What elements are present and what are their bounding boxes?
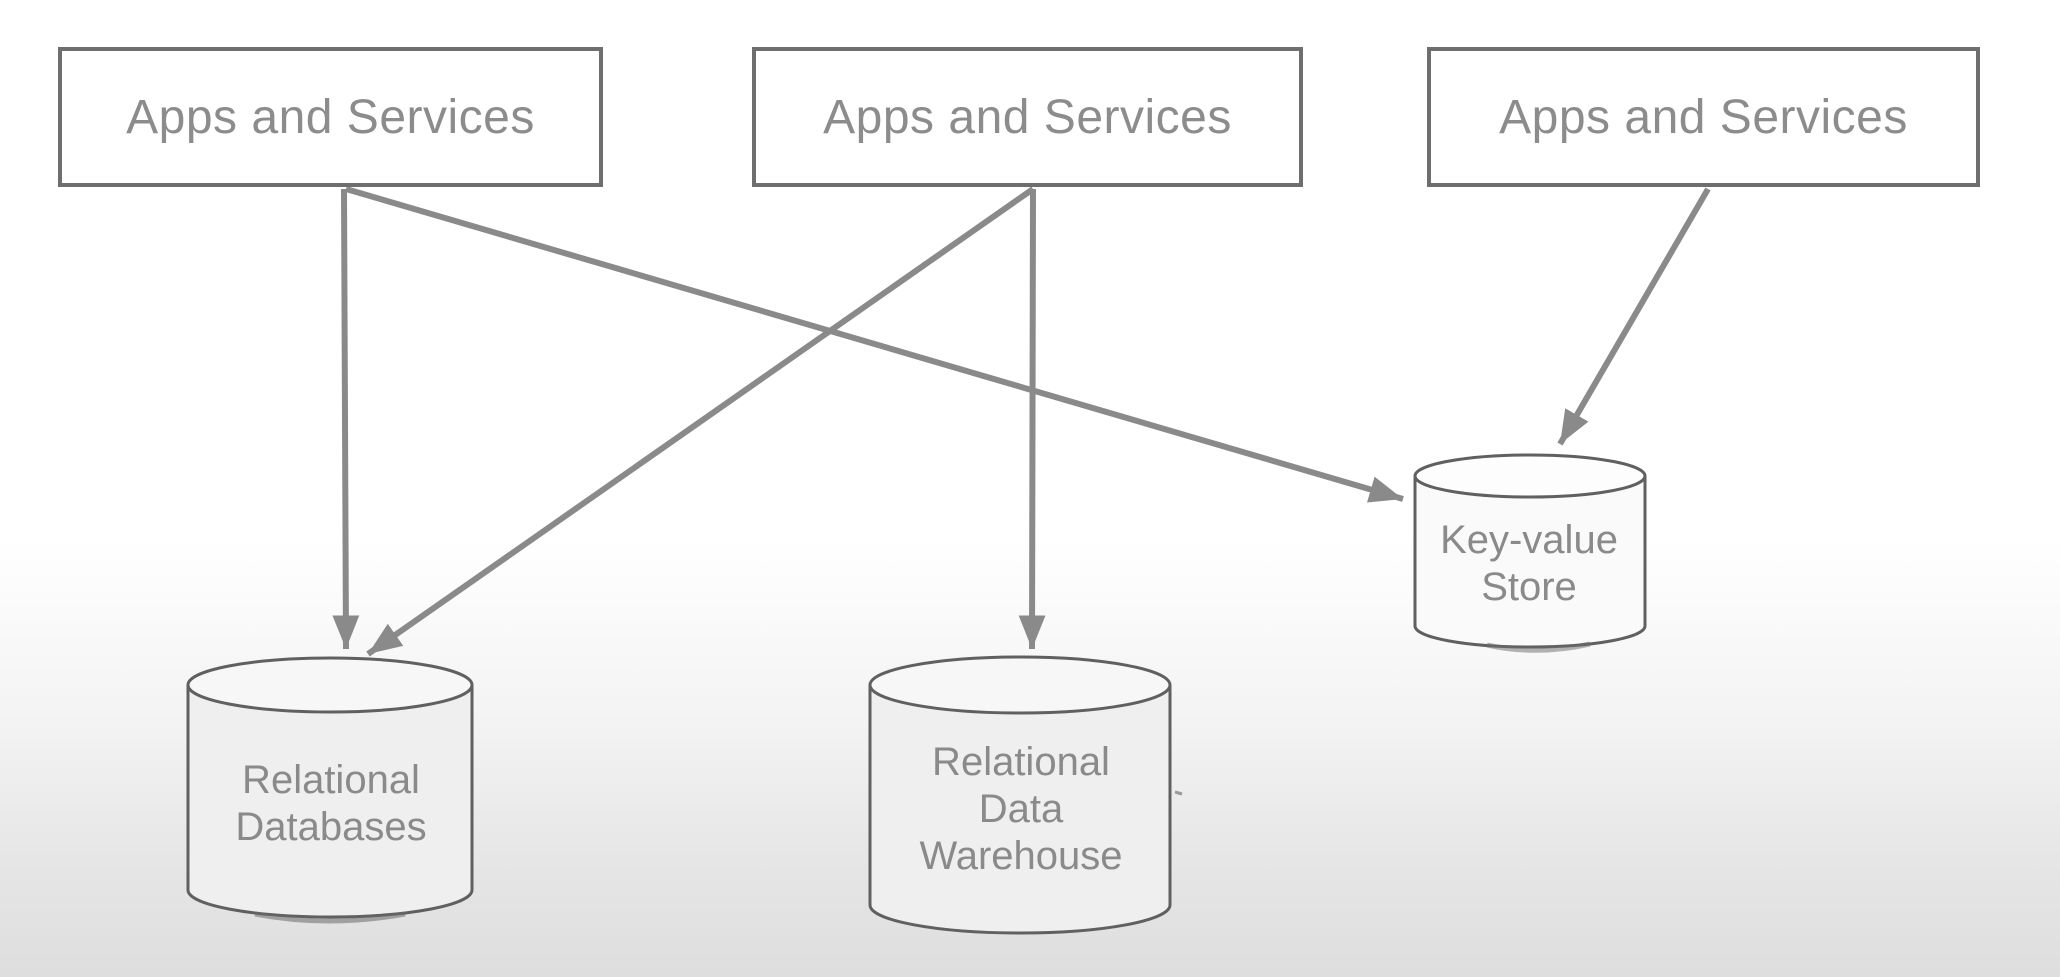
- cylinder-shadow: [254, 911, 406, 924]
- label-line: Databases: [235, 805, 427, 849]
- relational-data-warehouse-label: Relational Data Warehouse: [919, 739, 1122, 880]
- label-line: Key-value: [1440, 518, 1618, 562]
- key-value-store-label: Key-value Store: [1440, 517, 1618, 611]
- apps-and-services-box-1: Apps and Services: [58, 47, 603, 187]
- arrow-apps1-to-relational-databases: [332, 188, 360, 650]
- relational-databases-label: Relational Databases: [235, 757, 426, 851]
- apps-and-services-label: Apps and Services: [1499, 90, 1908, 144]
- arrow-apps2-to-relational-data-warehouse: [1018, 188, 1046, 650]
- label-line: Data: [978, 787, 1064, 831]
- arrow-apps2-to-relational-databases: [366, 186, 1035, 657]
- apps-and-services-label: Apps and Services: [823, 90, 1232, 144]
- label-line: Warehouse: [919, 834, 1123, 878]
- arrow-apps3-to-key-value-store: [1557, 187, 1711, 446]
- label-line: Relational: [242, 758, 420, 802]
- label-line: Relational: [932, 740, 1110, 784]
- arrow-apps1-to-key-value-store: [345, 186, 1404, 503]
- apps-and-services-box-3: Apps and Services: [1427, 47, 1980, 187]
- relational-databases-cylinder: [186, 656, 474, 924]
- key-value-store-cylinder: [1413, 453, 1647, 653]
- apps-and-services-label: Apps and Services: [126, 90, 535, 144]
- cylinder-shadow: [1486, 641, 1591, 653]
- label-line: Store: [1481, 565, 1577, 609]
- stray-mark: [1174, 790, 1183, 796]
- relational-data-warehouse-cylinder: [868, 655, 1172, 935]
- apps-and-services-box-2: Apps and Services: [752, 47, 1303, 187]
